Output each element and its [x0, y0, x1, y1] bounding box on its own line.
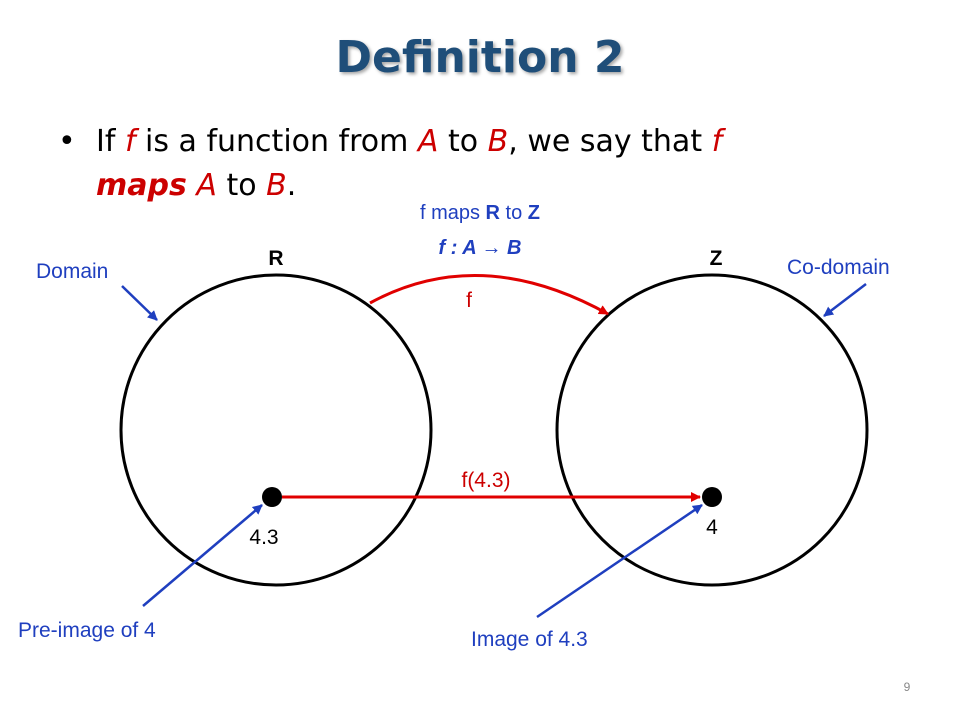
function-arc-arrow	[369, 274, 609, 316]
domain-pointer-arrow	[121, 285, 158, 321]
mapping-arrow-label: f(4.3)	[461, 469, 510, 492]
page-number: 9	[903, 680, 911, 694]
codomain-pointer-arrow	[823, 283, 867, 317]
bullet-text-part4: , we say that	[508, 124, 712, 159]
point-label-4-3: 4.3	[249, 526, 278, 549]
codomain-circle	[555, 273, 869, 587]
bullet-B1: B	[487, 124, 509, 159]
point-4	[702, 487, 722, 507]
domain-circle	[119, 273, 433, 587]
domain-label: Domain	[36, 260, 108, 283]
slide-title: Definition 2	[335, 32, 625, 83]
set-label-Z: Z	[710, 247, 723, 270]
bullet-B2: B	[266, 168, 287, 203]
function-notation: f : A → B	[439, 237, 522, 259]
image-label: Image of 4.3	[471, 628, 588, 651]
point-4-3	[262, 487, 282, 507]
preimage-pointer-arrow	[142, 504, 263, 607]
bullet-maps: maps	[96, 168, 187, 203]
bullet-marker: •	[58, 124, 76, 159]
preimage-label: Pre-image of 4	[18, 619, 156, 642]
codomain-label: Co-domain	[787, 256, 890, 279]
bullet-text-part1: If	[96, 124, 125, 159]
bullet-text: If f is a function from A to B, we say t…	[96, 120, 856, 208]
bullet-f1: f	[124, 124, 136, 159]
arc-label-f: f	[466, 289, 472, 312]
point-label-4: 4	[706, 516, 718, 539]
bullet-text-part2: is a function from	[135, 124, 418, 159]
bullet-f2: f	[711, 124, 723, 159]
bullet-A1: A	[417, 124, 439, 159]
bullet-period: .	[286, 168, 297, 203]
bullet-A2: A	[196, 168, 217, 203]
bullet-text-part5: to	[216, 168, 267, 203]
set-label-R: R	[268, 247, 283, 270]
bullet-text-part3: to	[438, 124, 488, 159]
mapping-description: f maps R to Z	[420, 202, 540, 224]
image-pointer-arrow	[536, 503, 703, 619]
